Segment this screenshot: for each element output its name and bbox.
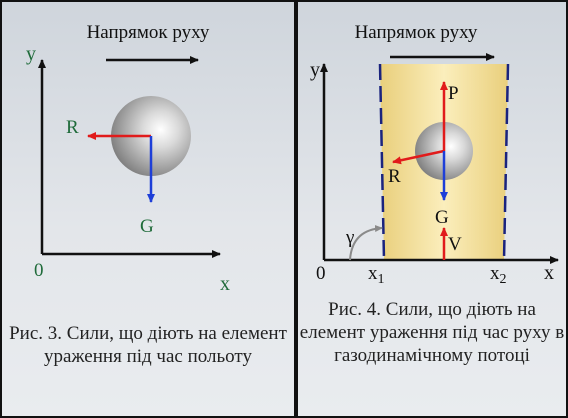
stream-right-boundary <box>502 63 510 261</box>
stream-left-boundary <box>378 63 386 261</box>
force-g-label: G <box>140 216 154 237</box>
x-axis-label: x <box>544 262 554 284</box>
x1-label-base: x <box>368 263 378 284</box>
x2-label-base: x <box>490 263 500 284</box>
y-axis-label: y <box>26 43 36 65</box>
figure-3-caption: Рис. 3. Сили, що діють на елемент уражен… <box>9 323 287 367</box>
y-axis-label: y <box>310 59 320 81</box>
origin-label: 0 <box>316 263 326 284</box>
figure-4-diagram: Напрямок руху y x 0 γ x1 x2 P R G V <box>310 22 559 287</box>
motion-direction-label: Напрямок руху <box>355 22 478 43</box>
x2-label-subscript: 2 <box>500 272 507 287</box>
force-r-vector <box>392 149 445 165</box>
force-g-label: G <box>435 207 449 228</box>
force-r-label: R <box>388 166 401 187</box>
figure-4-caption: Рис. 4. Сили, що діють на елемент уражен… <box>299 299 565 366</box>
origin-label: 0 <box>34 260 44 281</box>
motion-direction-label: Напрямок руху <box>87 22 210 43</box>
x1-label: x1 <box>368 263 385 287</box>
figure-3-panel: Напрямок руху y x 0 R G Рис. 3. Сили, що… <box>0 0 296 418</box>
figure-4-panel: Напрямок руху y x 0 γ x1 x2 P R G V Рис.… <box>296 0 568 418</box>
x-axis-label: x <box>220 273 230 295</box>
force-v-label: V <box>448 234 462 255</box>
force-p-label: P <box>448 83 459 104</box>
figure-3-diagram: Напрямок руху y x 0 R G <box>26 22 230 295</box>
x1-label-subscript: 1 <box>378 272 385 287</box>
x2-label: x2 <box>490 263 507 287</box>
angle-gamma-arc <box>349 224 383 261</box>
force-r-label: R <box>66 117 79 138</box>
angle-gamma-label: γ <box>345 227 354 248</box>
